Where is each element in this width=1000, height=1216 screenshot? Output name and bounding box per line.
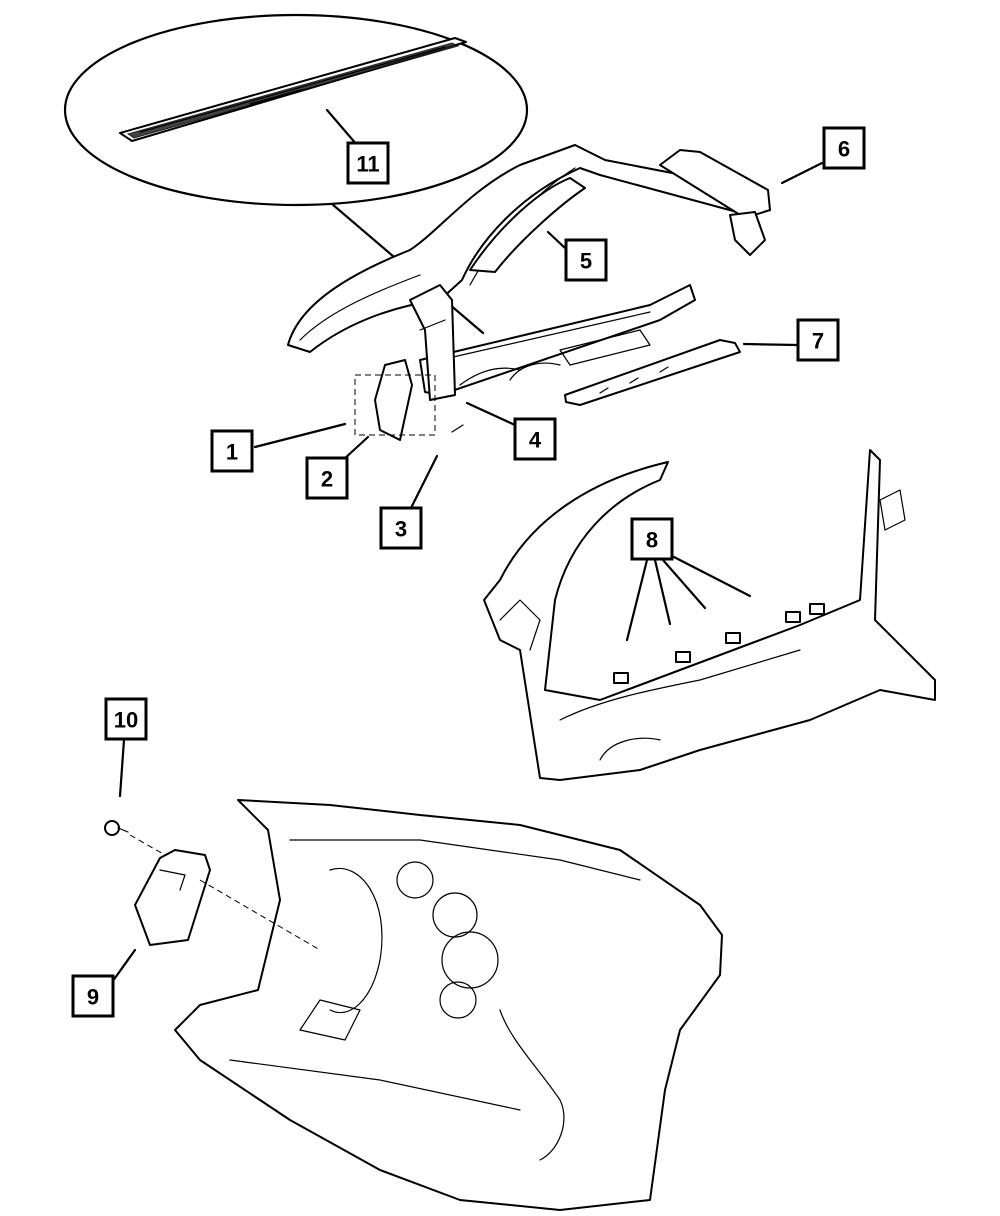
upper-body-side-view: [287, 144, 771, 441]
callout-5-label: 5: [580, 249, 592, 274]
scuff-plate-part: [119, 37, 467, 142]
dash-panel-view: [104, 799, 723, 1211]
callout-6-label: 6: [838, 137, 850, 162]
callout-11-label: 11: [356, 152, 379, 177]
callout-3: 3: [379, 506, 423, 550]
callout-11: 11: [346, 141, 390, 185]
callout-2: 2: [305, 456, 349, 500]
callout-9-label: 9: [87, 985, 99, 1010]
callout-2-label: 2: [321, 467, 333, 492]
callout-1: 1: [210, 429, 254, 473]
callout-7-label: 7: [812, 329, 824, 354]
callout-3-label: 3: [395, 517, 407, 542]
sill-plate-detail-inset: [63, 13, 529, 207]
callout-6: 6: [822, 126, 866, 170]
sill-clip-view: [483, 449, 936, 781]
callout-10: 10: [104, 697, 148, 741]
callout-9: 9: [71, 974, 115, 1018]
leader-lines: [108, 161, 824, 987]
detail-ellipse: [63, 13, 529, 207]
callout-10-label: 10: [114, 708, 138, 733]
callout-4-label: 4: [529, 428, 542, 453]
screw-part: [104, 820, 129, 836]
callout-5: 5: [564, 238, 608, 282]
callout-8-label: 8: [646, 528, 658, 553]
callout-4: 4: [513, 417, 557, 461]
kick-cover-part: [134, 849, 211, 946]
retainer-clips: [613, 603, 825, 684]
callout-7: 7: [796, 318, 840, 362]
callout-1-label: 1: [226, 440, 238, 465]
callout-8: 8: [630, 517, 674, 561]
